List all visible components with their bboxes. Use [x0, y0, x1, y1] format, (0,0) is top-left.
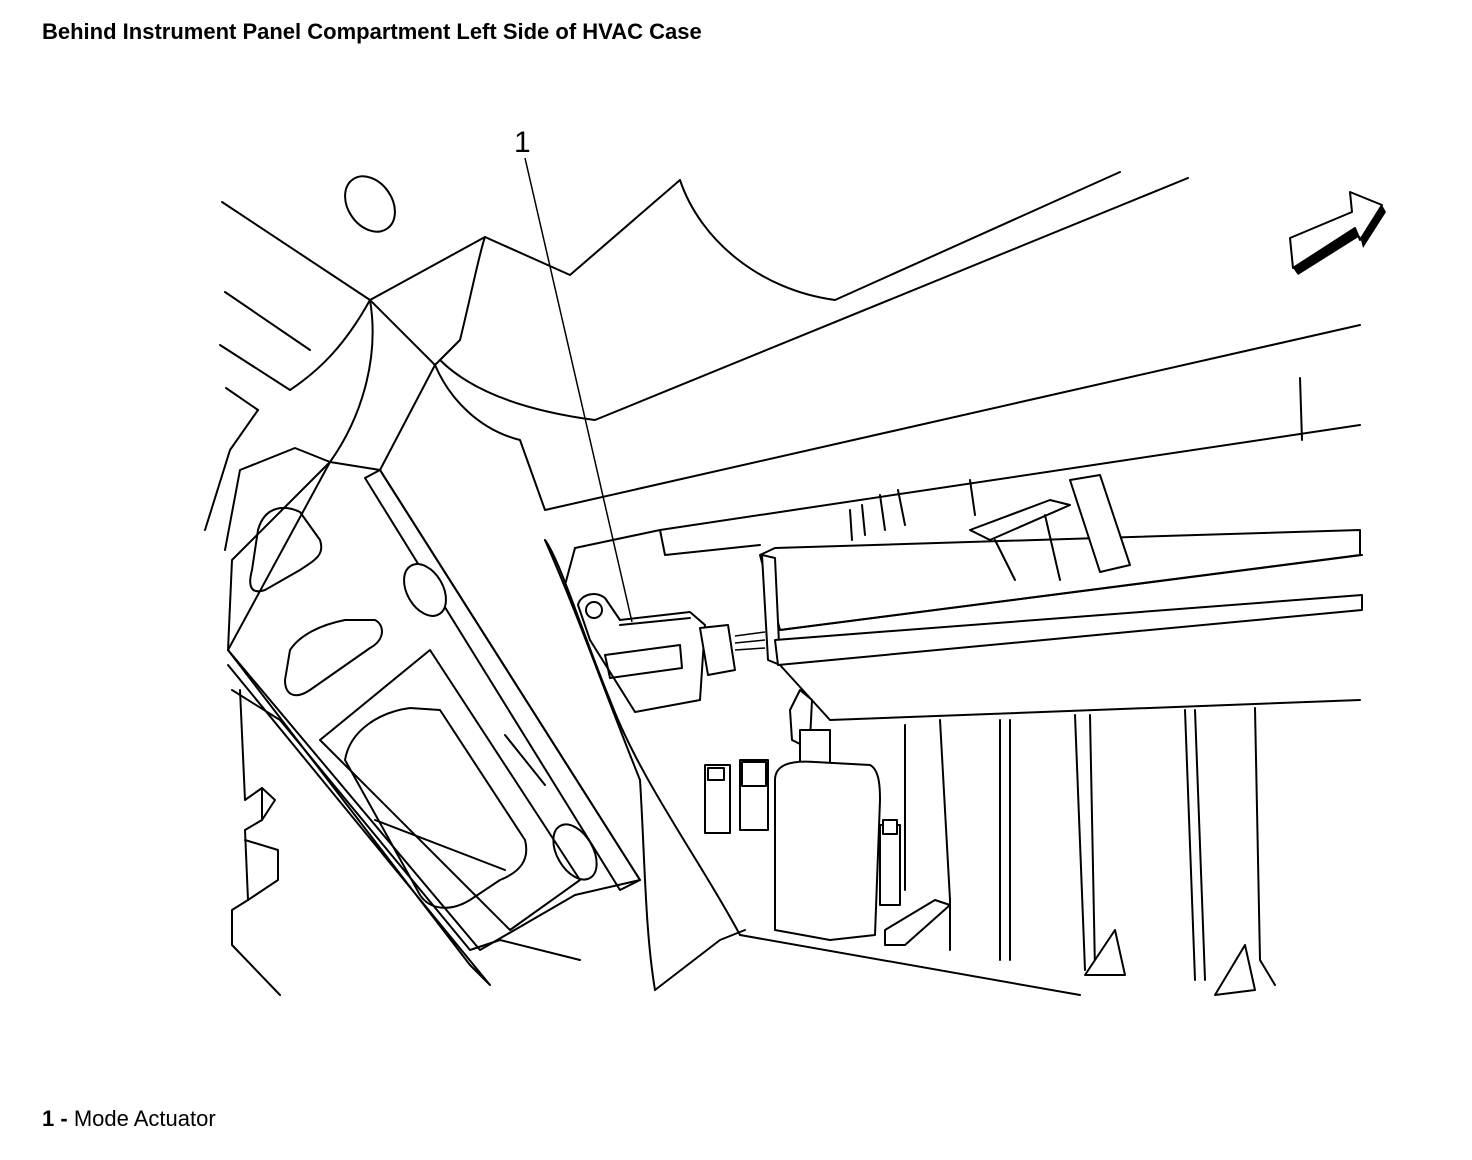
legend: 1 - Mode Actuator: [42, 1104, 216, 1134]
mounting-bracket: [227, 461, 641, 996]
lower-housing: [704, 689, 1276, 996]
forward-arrow-icon: [1289, 191, 1386, 275]
legend-item: 1 - Mode Actuator: [42, 1104, 216, 1134]
legend-item-label: Mode Actuator: [73, 1106, 216, 1131]
callout-1: 1: [514, 126, 633, 623]
mode-actuator: [577, 593, 766, 713]
legend-item-number: 1 -: [42, 1106, 68, 1131]
hvac-case-shelf: [564, 377, 1363, 721]
callout-1-number: 1: [514, 126, 531, 159]
diagram-title: Behind Instrument Panel Compartment Left…: [42, 19, 702, 44]
dash-structure: [204, 171, 1361, 551]
center-post: [544, 539, 1081, 996]
